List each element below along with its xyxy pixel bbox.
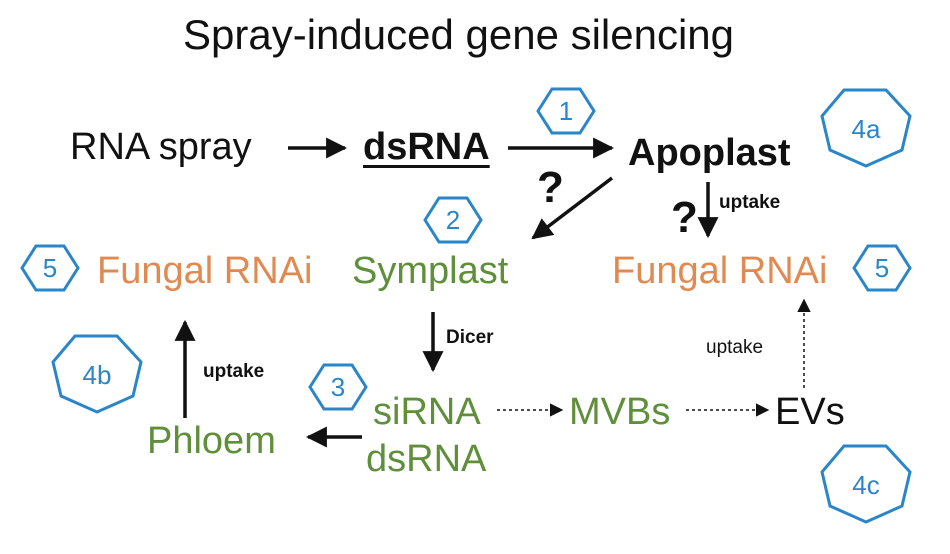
badge-3-label: 3: [331, 372, 345, 402]
node-dsrna-top: dsRNA: [363, 126, 490, 168]
badge-5-left-label: 5: [43, 253, 57, 283]
diagram-title: Spray-induced gene silencing: [183, 11, 735, 58]
node-phloem: Phloem: [147, 420, 276, 462]
badge-5-right-label: 5: [875, 253, 889, 283]
node-rna-spray: RNA spray: [70, 126, 252, 168]
badge-1: 1: [536, 87, 596, 135]
label-dicer: Dicer: [446, 327, 494, 348]
badge-5-left: 5: [20, 244, 80, 292]
badge-3: 3: [308, 363, 368, 411]
node-apoplast: Apoplast: [628, 132, 791, 174]
badge-4b-label: 4b: [83, 360, 112, 390]
badge-2: 2: [423, 196, 483, 244]
badge-4a-label: 4a: [852, 114, 881, 144]
node-dsrna-bottom: dsRNA: [366, 438, 487, 480]
label-uptake-phloem: uptake: [203, 361, 265, 382]
label-uptake-evs: uptake: [706, 337, 764, 358]
label-uptake-apoplast: uptake: [719, 192, 781, 213]
node-fungal-rnai-left: Fungal RNAi: [97, 250, 313, 292]
question-mark-symplast: ?: [537, 163, 564, 212]
badge-2-label: 2: [446, 205, 460, 235]
badge-4b: 4b: [51, 334, 143, 414]
badge-1-label: 1: [559, 96, 573, 126]
node-mvbs: MVBs: [569, 391, 671, 433]
badge-5-right: 5: [852, 244, 912, 292]
badge-4a: 4a: [820, 88, 912, 168]
node-fungal-rnai-right: Fungal RNAi: [612, 250, 828, 292]
node-symplast: Symplast: [352, 250, 509, 292]
node-sirna: siRNA: [373, 391, 481, 433]
badge-4c-label: 4c: [852, 470, 879, 500]
node-evs: EVs: [775, 391, 845, 433]
question-mark-apoplast: ?: [671, 193, 698, 242]
badge-4c: 4c: [820, 444, 912, 524]
arrow-apoplast-to-symplast: [531, 176, 614, 240]
